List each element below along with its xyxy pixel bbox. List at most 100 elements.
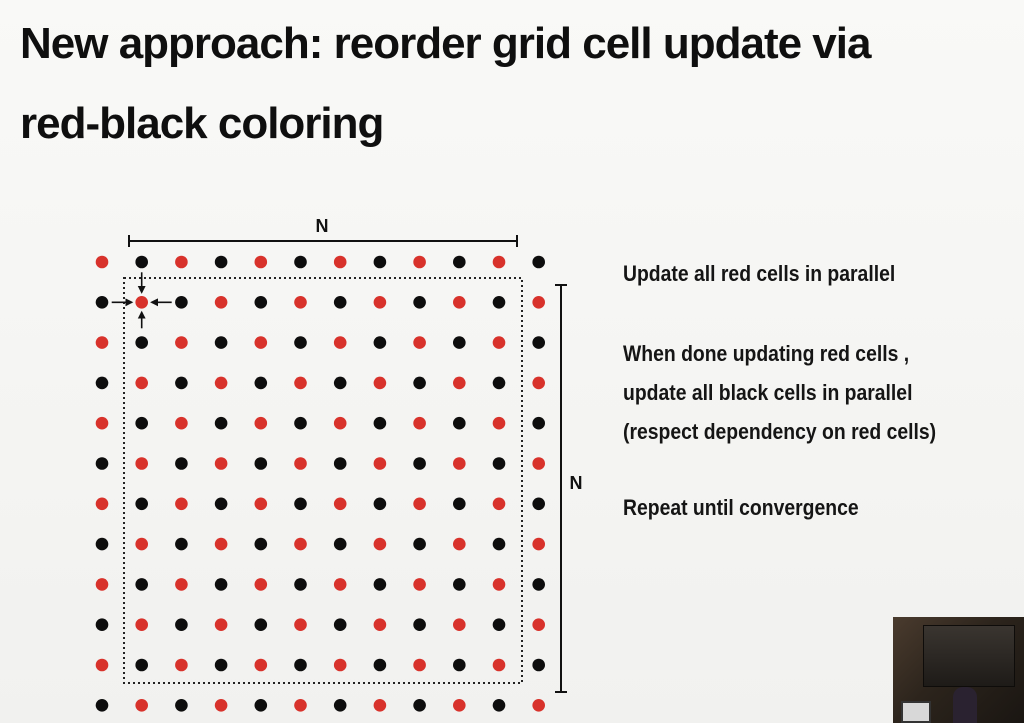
black-cell: [333, 376, 347, 390]
red-cell: [214, 699, 228, 712]
black-cell: [492, 537, 506, 551]
red-cell: [135, 296, 148, 309]
red-cell: [294, 296, 307, 309]
bullet-1-text: Update all red cells in parallel: [623, 261, 896, 286]
red-cell: [214, 296, 228, 309]
black-cell: [294, 578, 307, 591]
black-cell: [492, 376, 506, 390]
red-cell: [333, 497, 347, 511]
red-cell: [214, 376, 228, 390]
black-cell: [254, 618, 268, 631]
black-cell: [532, 336, 545, 349]
red-cell: [413, 255, 426, 269]
dimension-lines: N N: [128, 216, 583, 693]
black-cell: [333, 618, 347, 631]
red-cell: [532, 699, 545, 712]
bullet-2-line-2: update all black cells in parallel: [623, 380, 913, 405]
black-cell: [175, 457, 188, 470]
grid-cells: [95, 255, 545, 712]
black-cell: [95, 699, 109, 712]
red-cell: [413, 578, 426, 591]
red-cell: [373, 537, 387, 551]
red-cell: [453, 296, 466, 309]
red-cell: [135, 537, 148, 551]
slide-title-line-1: New approach: reorder grid cell update v…: [20, 19, 871, 68]
black-cell: [294, 497, 307, 511]
black-cell: [294, 658, 307, 672]
bullet-3-text: Repeat until convergence: [623, 495, 859, 520]
black-cell: [453, 336, 466, 349]
black-cell: [333, 296, 347, 309]
right-dimension-label: N: [570, 473, 583, 493]
black-cell: [294, 255, 307, 269]
red-cell: [373, 296, 387, 309]
webcam-background-panel: [923, 625, 1015, 687]
red-cell: [214, 537, 228, 551]
red-cell: [254, 336, 268, 349]
red-cell: [95, 336, 109, 349]
black-cell: [453, 658, 466, 672]
speaker-webcam-thumbnail: [893, 617, 1024, 723]
black-cell: [413, 457, 426, 470]
black-cell: [373, 336, 387, 349]
red-cell: [532, 537, 545, 551]
red-cell: [294, 457, 307, 470]
red-cell: [373, 457, 387, 470]
black-cell: [95, 457, 109, 470]
red-cell: [413, 336, 426, 349]
black-cell: [214, 255, 228, 269]
black-cell: [532, 497, 545, 511]
webcam-laptop-screen: [901, 701, 931, 723]
black-cell: [294, 416, 307, 430]
red-cell: [254, 416, 268, 430]
red-cell: [135, 376, 148, 390]
red-cell: [294, 618, 307, 631]
dependency-arrows: [111, 272, 172, 329]
black-cell: [254, 457, 268, 470]
red-cell: [294, 376, 307, 390]
black-cell: [135, 255, 148, 269]
red-cell: [175, 416, 188, 430]
black-cell: [532, 578, 545, 591]
red-cell: [333, 255, 347, 269]
red-cell: [294, 699, 307, 712]
black-cell: [175, 296, 188, 309]
red-cell: [175, 497, 188, 511]
bullet-update-black: When done updating red cells , update al…: [623, 334, 936, 451]
black-cell: [333, 457, 347, 470]
red-cell: [95, 497, 109, 511]
red-cell: [532, 376, 545, 390]
black-cell: [492, 699, 506, 712]
black-cell: [532, 255, 545, 269]
red-cell: [453, 699, 466, 712]
red-cell: [95, 416, 109, 430]
black-cell: [135, 578, 148, 591]
black-cell: [373, 497, 387, 511]
black-cell: [214, 578, 228, 591]
bullet-update-red: Update all red cells in parallel: [623, 254, 895, 293]
red-cell: [373, 618, 387, 631]
red-cell: [373, 699, 387, 712]
bullet-repeat: Repeat until convergence: [623, 488, 859, 527]
black-cell: [413, 376, 426, 390]
black-cell: [135, 497, 148, 511]
red-cell: [254, 497, 268, 511]
black-cell: [95, 376, 109, 390]
red-cell: [413, 497, 426, 511]
red-cell: [492, 658, 506, 672]
red-cell: [333, 578, 347, 591]
red-cell: [175, 658, 188, 672]
black-cell: [175, 618, 188, 631]
black-cell: [373, 658, 387, 672]
red-cell: [214, 618, 228, 631]
black-cell: [254, 376, 268, 390]
black-cell: [175, 537, 188, 551]
red-cell: [175, 578, 188, 591]
interior-boundary: [123, 277, 523, 684]
black-cell: [214, 416, 228, 430]
red-cell: [95, 255, 109, 269]
red-cell: [492, 255, 506, 269]
black-cell: [135, 658, 148, 672]
red-cell: [254, 658, 268, 672]
black-cell: [254, 296, 268, 309]
